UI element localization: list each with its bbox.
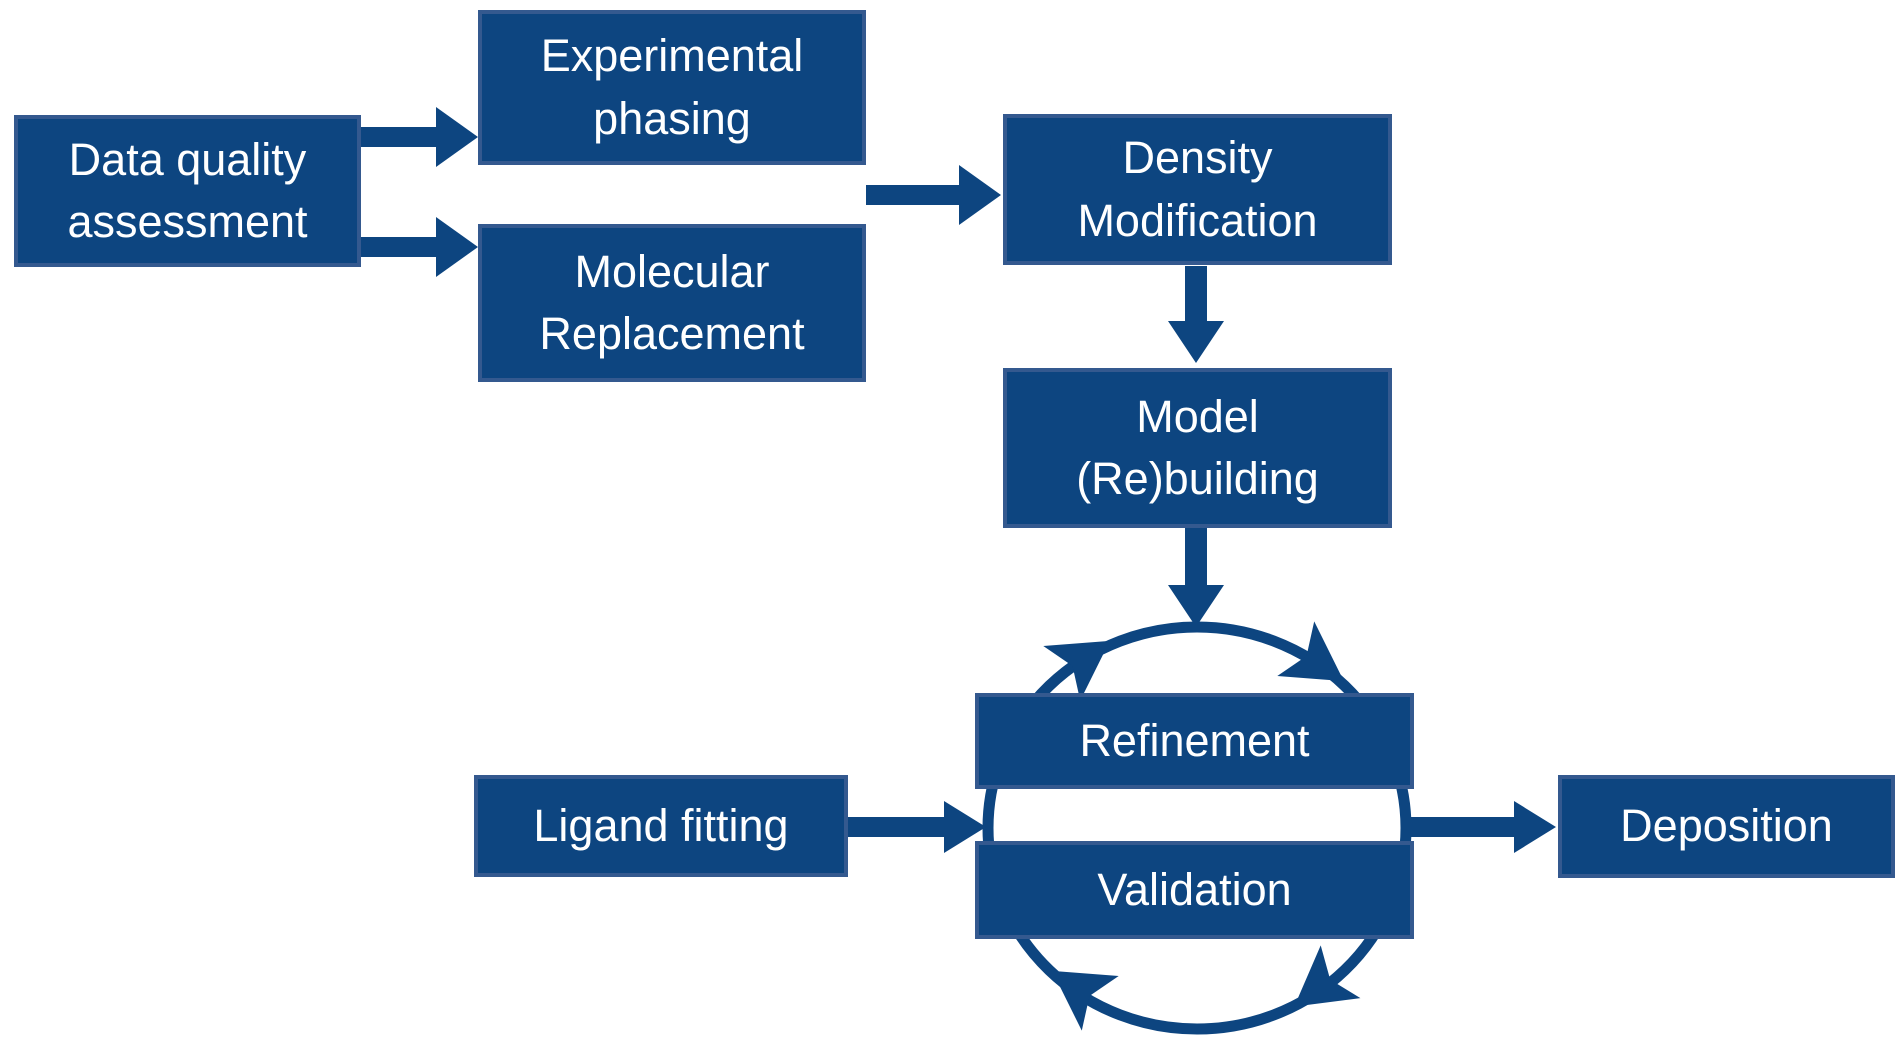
- node-validation: Validation: [975, 841, 1414, 939]
- node-model-rebuilding: Model (Re)building: [1003, 368, 1392, 528]
- node-density-modification: Density Modification: [1003, 114, 1392, 265]
- node-experimental-phasing: Experimental phasing: [478, 10, 866, 165]
- cycle-arrowhead-se: [1294, 945, 1361, 1007]
- node-label: Data quality assessment: [67, 133, 308, 247]
- node-ligand-fitting: Ligand fitting: [474, 775, 848, 877]
- node-data-quality-assessment: Data quality assessment: [14, 115, 361, 267]
- node-label: Molecular Replacement: [539, 245, 805, 359]
- node-deposition: Deposition: [1558, 775, 1895, 878]
- node-label: Validation: [1097, 863, 1292, 915]
- node-label: Refinement: [1079, 714, 1310, 766]
- cycle-circle-arrow: [982, 621, 1412, 1035]
- node-label: Ligand fitting: [533, 799, 789, 851]
- node-label: Deposition: [1620, 800, 1833, 852]
- cycle-arrowhead-nw: [1043, 640, 1110, 701]
- node-molecular-replacement: Molecular Replacement: [478, 224, 866, 382]
- node-label: Density Modification: [1077, 132, 1318, 246]
- cycle-arrowhead-sw: [1052, 970, 1119, 1031]
- node-refinement: Refinement: [975, 693, 1414, 789]
- node-label: Experimental phasing: [540, 30, 804, 144]
- node-label: Model (Re)building: [1076, 390, 1319, 504]
- cycle-arrowhead-ne: [1277, 621, 1344, 682]
